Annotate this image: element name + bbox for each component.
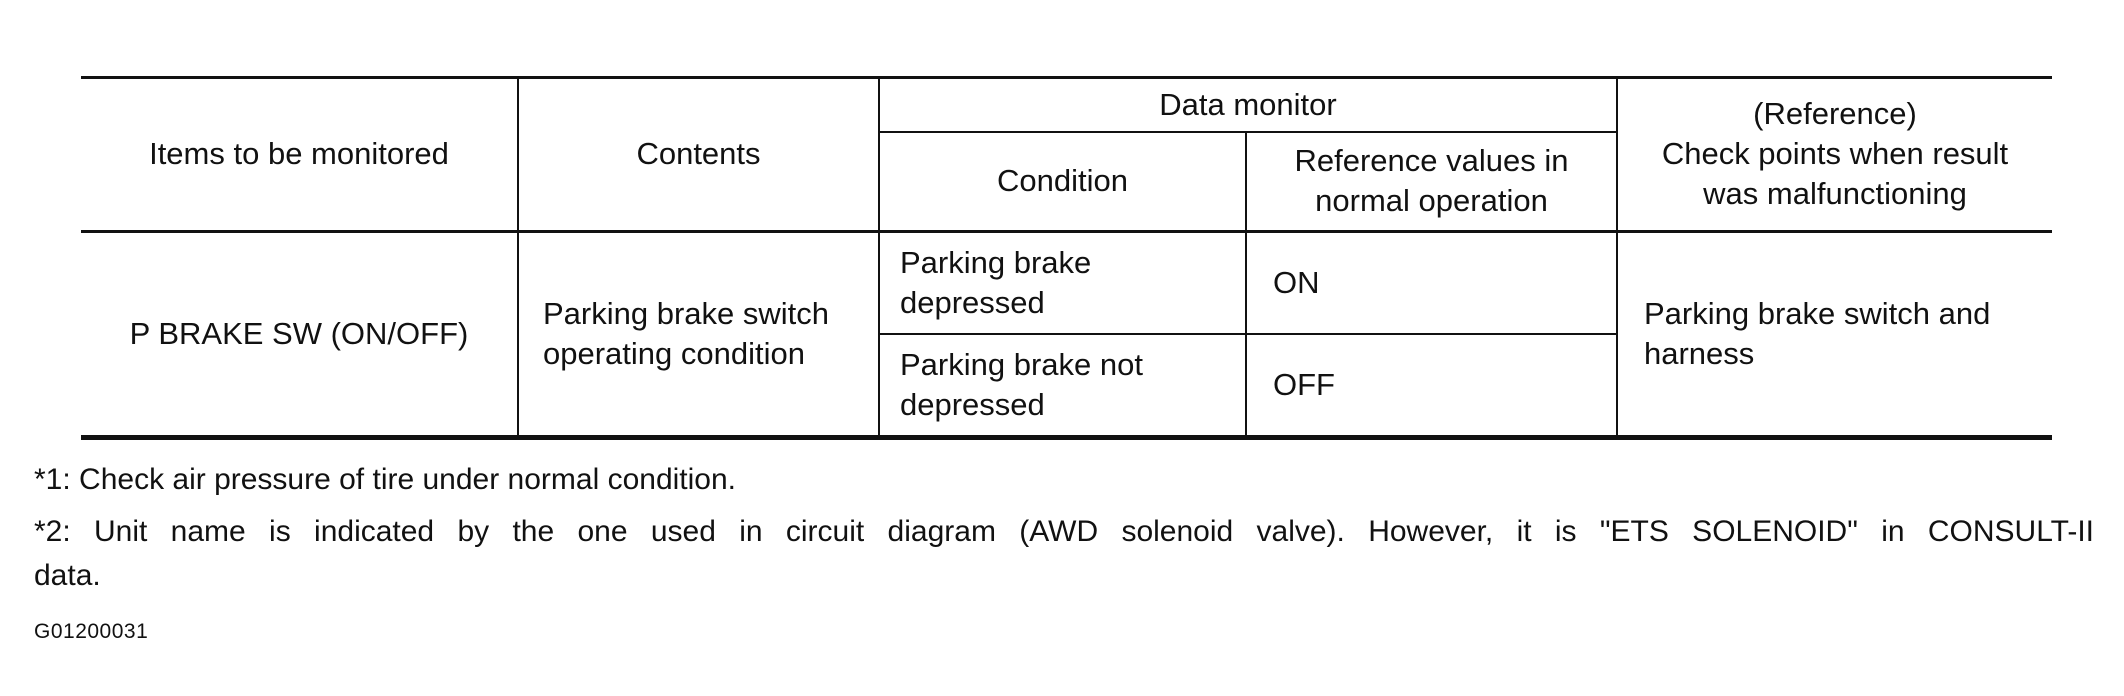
header-reference-line2: Check points when result	[1661, 136, 2009, 172]
table-row: P BRAKE SW (ON/OFF) Parking brake switch…	[81, 230, 2052, 440]
header-reference-values-line1: Reference values in	[1294, 143, 1569, 179]
header-reference-values: Reference values in normal operation	[1245, 131, 1617, 233]
footnote-1: *1: Check air pressure of tire under nor…	[34, 463, 737, 496]
header-reference-line1: (Reference)	[1753, 96, 1917, 132]
cell-condition-not-depressed-line2: depressed	[900, 386, 1045, 422]
cell-condition-not-depressed: Parking brake not depressed	[879, 333, 1247, 440]
header-reference-values-line2: normal operation	[1315, 183, 1548, 219]
header-items-monitored: Items to be monitored	[81, 76, 519, 233]
cell-value-off: OFF	[1245, 333, 1617, 440]
cell-check-points-line2: harness	[1644, 335, 1755, 371]
cell-value-on: ON	[1245, 230, 1618, 335]
cell-contents-line1: Parking brake switch	[543, 295, 830, 331]
cell-condition-depressed-line1: Parking brake	[900, 244, 1092, 280]
header-condition: Condition	[879, 131, 1247, 233]
table-row: Parking brake not depressed OFF	[81, 333, 2052, 440]
cell-contents-line2: operating condition	[543, 335, 805, 371]
footnote-2-line2: data.	[34, 559, 101, 592]
cell-condition-depressed-line2: depressed	[900, 284, 1045, 320]
header-reference-line3: was malfunctioning	[1703, 176, 1967, 212]
cell-check-points-line1: Parking brake switch and	[1644, 295, 1991, 331]
footnote-2-line1: *2: Unit name is indicated by the one us…	[34, 515, 2094, 548]
cell-item-name: P BRAKE SW (ON/OFF)	[81, 230, 519, 440]
footnotes: *1: Check air pressure of tire under nor…	[34, 458, 2094, 654]
data-monitor-table: Items to be monitored Contents Data moni…	[81, 76, 2052, 440]
cell-check-points: Parking brake switch and harness	[1616, 230, 2052, 440]
figure-code: G01200031	[34, 620, 149, 643]
header-reference-check-points: (Reference) Check points when result was…	[1616, 76, 2052, 233]
header-data-monitor: Data monitor	[878, 76, 1618, 133]
header-contents: Contents	[517, 76, 880, 233]
monitor-table-container: Items to be monitored Contents Data moni…	[81, 76, 2052, 440]
cell-contents: Parking brake switch operating condition	[517, 230, 880, 440]
cell-condition-not-depressed-line1: Parking brake not	[900, 346, 1143, 382]
cell-condition-depressed: Parking brake depressed	[878, 230, 1247, 335]
